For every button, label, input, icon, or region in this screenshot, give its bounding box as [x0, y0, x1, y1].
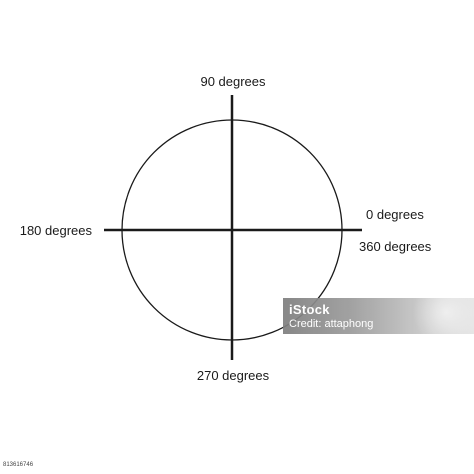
- stock-image-id: 813616746: [3, 462, 34, 468]
- label-270-degrees: 270 degrees: [197, 368, 270, 383]
- label-90-degrees: 90 degrees: [200, 74, 266, 89]
- label-180-degrees: 180 degrees: [20, 223, 93, 238]
- watermark-logo: iStock: [289, 302, 330, 317]
- label-360-degrees: 360 degrees: [359, 239, 432, 254]
- label-0-degrees: 0 degrees: [366, 207, 424, 222]
- watermark-shine: [404, 298, 474, 334]
- watermark-credit: Credit: attaphong: [289, 318, 374, 330]
- stock-watermark: iStock Credit: attaphong: [283, 298, 474, 334]
